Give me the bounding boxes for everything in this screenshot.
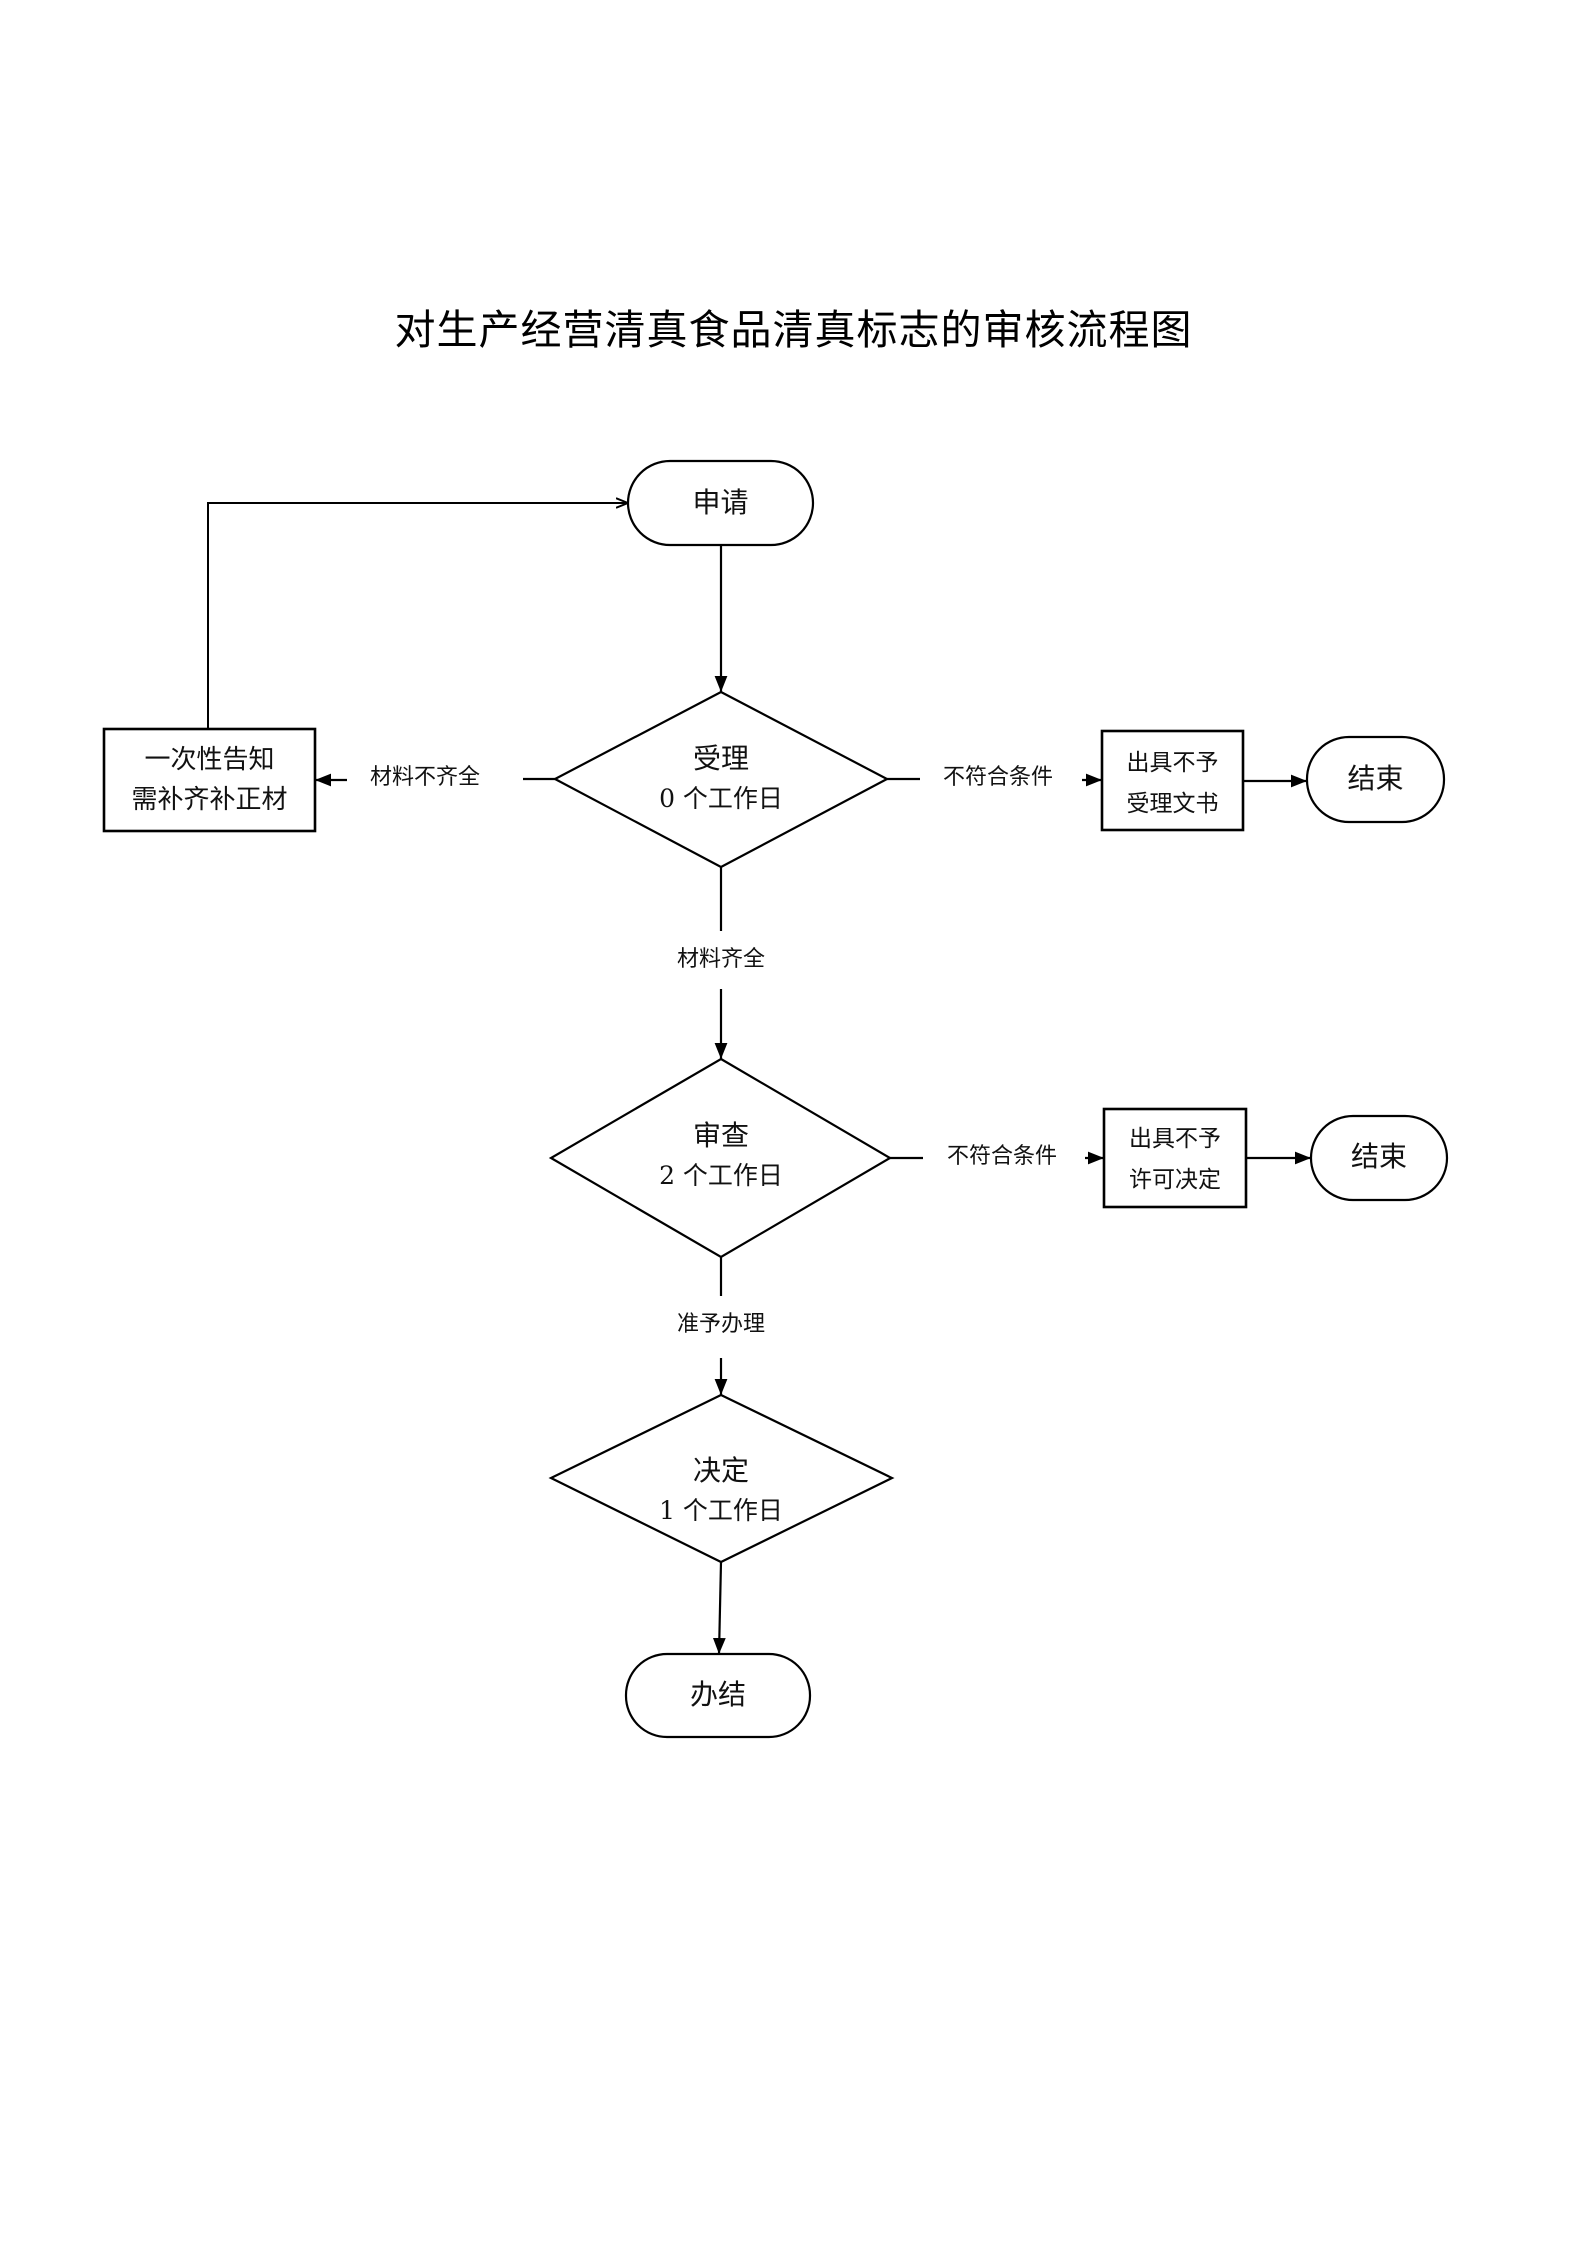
end-terminal-2 [1309,1114,1449,1202]
notify-supplement-line2: 需补齐补正材 [131,785,288,815]
connector-loop-back-to-apply [207,503,628,729]
notify-supplement-line1: 一次性告知 [144,745,275,775]
reject-permit-line2: 许可决定 [1129,1167,1221,1193]
reject-permit-box [1102,1107,1248,1209]
reject-accept-doc-line1: 出具不予 [1126,750,1219,776]
reject-permit-line1: 出具不予 [1129,1126,1221,1152]
edge-label-complete-materials: 材料齐全 [651,945,791,975]
edge-label-approve: 准予办理 [651,1310,791,1340]
notify-supplement-box [102,727,317,833]
end-2-label: 结束 [1350,1140,1407,1173]
complete-terminal [624,1652,812,1739]
review-label: 审查 [692,1119,749,1152]
accept-decision-diamond [552,690,890,869]
accept-label: 受理 [692,742,749,775]
review-duration: 2 个工作日 [659,1161,783,1190]
edge-label-not-qualified-1: 不符合条件 [928,763,1068,793]
edge-label-incomplete-materials: 材料不齐全 [355,763,495,793]
apply-label: 申请 [692,486,749,519]
accept-duration: 0 个工作日 [659,784,783,813]
decide-label: 决定 [692,1454,749,1487]
end-terminal-1 [1305,735,1446,824]
review-decision-diamond [548,1057,893,1259]
complete-label: 办结 [689,1678,746,1711]
edge-label-not-qualified-2: 不符合条件 [932,1142,1072,1172]
end-1-label: 结束 [1347,762,1404,795]
decide-duration: 1 个工作日 [659,1496,783,1525]
page-title: 对生产经营清真食品清真标志的审核流程图 [394,306,1193,354]
reject-accept-doc-line2: 受理文书 [1126,791,1219,817]
connector-decide-to-complete [712,1561,726,1655]
reject-accept-doc-box [1100,729,1245,832]
